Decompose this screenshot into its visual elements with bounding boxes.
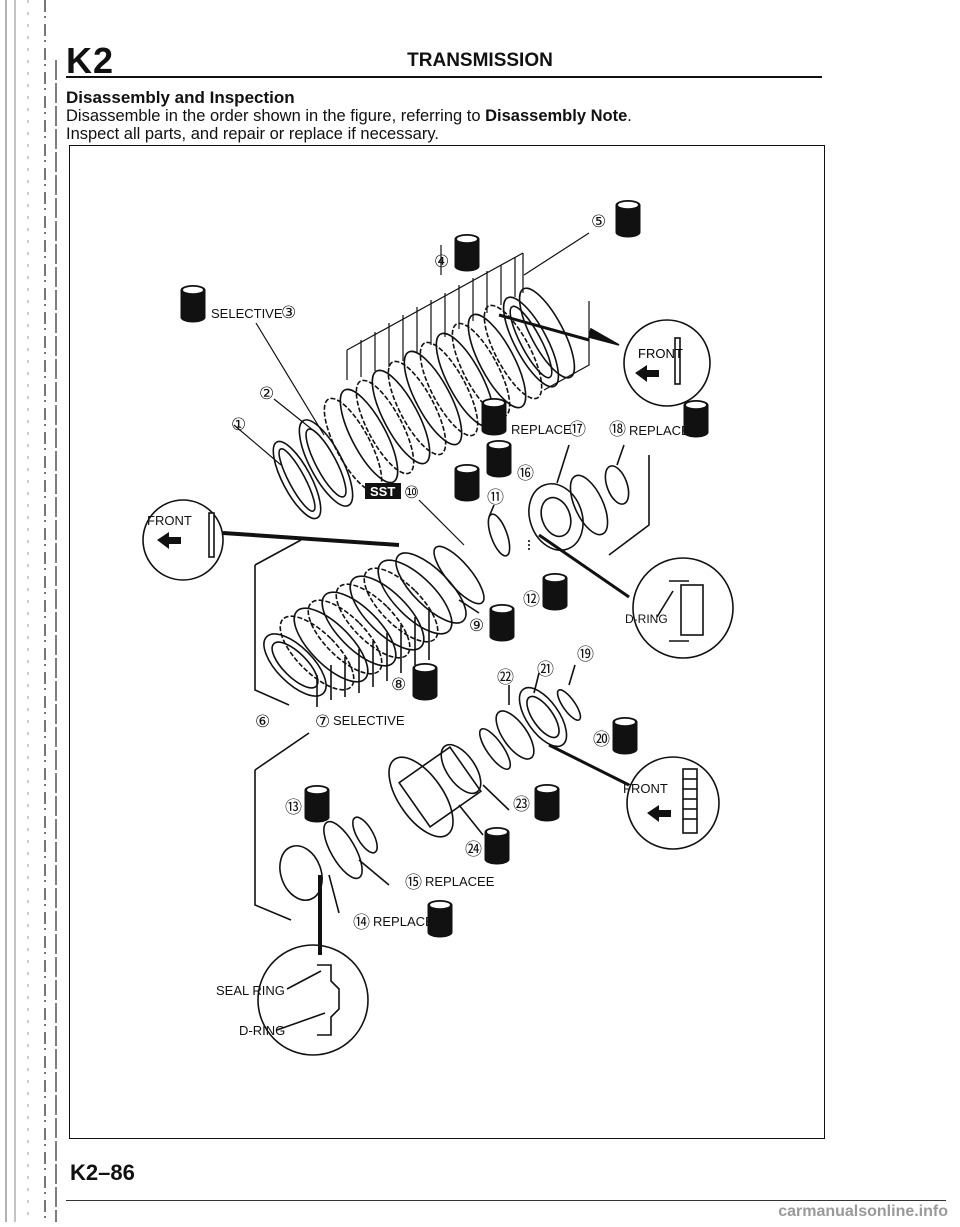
atf-icon — [428, 900, 453, 938]
upper-clutch-plates — [272, 287, 576, 520]
atf-icon — [487, 440, 512, 478]
instruction-line-1: Disassemble in the order shown in the fi… — [66, 107, 632, 125]
callout-3: ③ — [281, 303, 296, 322]
atf-icon — [616, 200, 641, 238]
arrow-left-icon — [647, 805, 671, 822]
label-front-lower: FRONT — [623, 781, 668, 796]
binding-edge — [0, 0, 62, 1222]
atf-icon — [490, 604, 515, 642]
label-front-upper: FRONT — [638, 346, 683, 361]
callout-22: ㉒ — [497, 668, 514, 687]
label-sst: SST — [370, 484, 395, 499]
callout-4: ④ — [434, 252, 449, 271]
label-replace-14: REPLACE — [373, 914, 434, 929]
lower-gear-assembly — [254, 664, 630, 921]
atf-icon — [485, 827, 510, 865]
atf-icon — [413, 663, 438, 701]
callout-14: ⑭ — [353, 913, 370, 932]
callout-19: ⑲ — [577, 645, 594, 664]
callout-5: ⑤ — [591, 212, 606, 231]
label-selective-7: SELECTIVE — [333, 713, 405, 728]
callout-20: ⑳ — [593, 730, 610, 749]
front-direction-detail-lower — [626, 756, 720, 850]
front-direction-detail-upper — [498, 313, 711, 407]
label-replace-15: REPLACEE — [425, 874, 495, 889]
upper-callouts: ④ ⑤ SELECTIVE ③ ② ① — [181, 200, 641, 434]
callout-12: ⑫ — [523, 590, 540, 609]
seal-ring-detail — [257, 875, 369, 1056]
watermark: carmanualsonline.info — [778, 1203, 948, 1220]
callout-17: ⑰ — [569, 420, 586, 439]
header-rule — [66, 76, 822, 78]
section-heading: Disassembly and Inspection — [66, 88, 295, 107]
sst-badge — [365, 483, 401, 499]
d-ring-detail-right — [538, 533, 734, 659]
callout-24: ㉔ — [465, 840, 482, 859]
atf-icon — [535, 784, 560, 822]
label-d-ring-bottom: D-RING — [239, 1023, 285, 1038]
exploded-view-figure: ④ ⑤ SELECTIVE ③ ② ① FRONT REPLACE ⑰ ⑱ RE… — [69, 145, 825, 1139]
callout-9: ⑨ — [469, 616, 484, 635]
middle-clutch-plates — [254, 539, 485, 707]
callout-15: ⑮ — [405, 873, 422, 892]
atf-icon — [482, 398, 507, 436]
callout-16: ⑯ — [517, 464, 534, 483]
label-replace-17: REPLACE — [511, 422, 572, 437]
callout-11: ⑪ — [487, 488, 504, 507]
callout-21: ㉑ — [537, 660, 554, 679]
arrow-left-icon — [635, 365, 659, 382]
callout-10: ⑩ — [404, 483, 419, 502]
callout-6: ⑥ — [255, 712, 270, 731]
callout-1: ① — [231, 415, 246, 434]
callout-23: ㉓ — [513, 795, 530, 814]
arrow-left-icon — [157, 532, 181, 549]
figure-frame — [69, 145, 825, 1139]
front-direction-detail-left — [142, 499, 400, 581]
page-title: TRANSMISSION — [407, 50, 553, 71]
callout-13: ⑬ — [285, 798, 302, 817]
label-seal-ring: SEAL RING — [216, 983, 285, 998]
section-code: K2 — [66, 40, 115, 81]
footer-rule — [66, 1200, 946, 1201]
atf-icon — [613, 717, 638, 755]
label-selective-3: SELECTIVE — [211, 306, 283, 321]
atf-icon — [543, 573, 568, 611]
callout-2: ② — [259, 384, 274, 403]
callout-7: ⑦ — [315, 712, 330, 731]
atf-icon — [305, 785, 330, 823]
atf-icon — [684, 400, 709, 438]
instruction-line-2: Inspect all parts, and repair or replace… — [66, 125, 439, 143]
page-number: K2–86 — [70, 1160, 135, 1185]
label-replace-18: REPLACE — [629, 423, 690, 438]
atf-icon — [455, 234, 480, 272]
atf-icon — [455, 464, 480, 502]
callout-8: ⑧ — [391, 675, 406, 694]
atf-icon — [181, 285, 206, 323]
label-d-ring-right: D-RING — [625, 612, 668, 626]
callout-18: ⑱ — [609, 420, 626, 439]
piston-and-seals — [487, 444, 650, 557]
disassembly-note-ref: Disassembly Note — [485, 107, 628, 125]
upper-pack-leaders — [233, 232, 590, 466]
label-front-left: FRONT — [147, 513, 192, 528]
